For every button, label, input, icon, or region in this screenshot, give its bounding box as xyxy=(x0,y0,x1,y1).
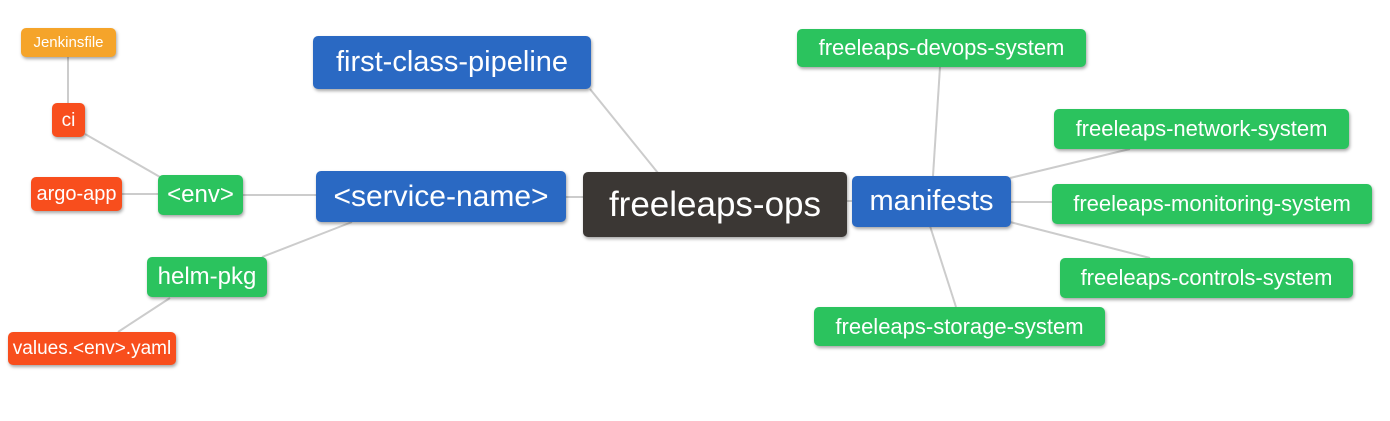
node-manifests[interactable]: manifests xyxy=(852,176,1011,227)
edge-manifests-to-storage-system xyxy=(929,225,957,308)
edge-ci-to-env xyxy=(84,133,161,178)
node-jenkinsfile[interactable]: Jenkinsfile xyxy=(21,28,116,57)
node-storage-system[interactable]: freeleaps-storage-system xyxy=(814,307,1105,346)
edge-manifests-to-devops-system xyxy=(932,66,941,177)
node-devops-system[interactable]: freeleaps-devops-system xyxy=(797,29,1086,67)
edge-manifests-to-network-system xyxy=(1009,148,1131,179)
edge-values-env-yaml-to-helm-pkg xyxy=(117,297,171,333)
node-argo-app[interactable]: argo-app xyxy=(31,177,122,211)
node-env[interactable]: <env> xyxy=(158,175,243,215)
node-helm-pkg[interactable]: helm-pkg xyxy=(147,257,267,297)
edge-first-class-pipeline-to-freeleaps-ops xyxy=(589,88,659,174)
node-service-name[interactable]: <service-name> xyxy=(316,171,566,222)
edge-helm-pkg-to-service-name xyxy=(261,221,353,258)
node-network-system[interactable]: freeleaps-network-system xyxy=(1054,109,1349,149)
node-controls-system[interactable]: freeleaps-controls-system xyxy=(1060,258,1353,298)
node-monitoring-system[interactable]: freeleaps-monitoring-system xyxy=(1052,184,1372,224)
node-values-env-yaml[interactable]: values.<env>.yaml xyxy=(8,332,176,365)
node-first-class-pipeline[interactable]: first-class-pipeline xyxy=(313,36,591,89)
edge-manifests-to-controls-system xyxy=(1009,221,1151,259)
node-ci[interactable]: ci xyxy=(52,103,85,137)
node-freeleaps-ops[interactable]: freeleaps-ops xyxy=(583,172,847,237)
